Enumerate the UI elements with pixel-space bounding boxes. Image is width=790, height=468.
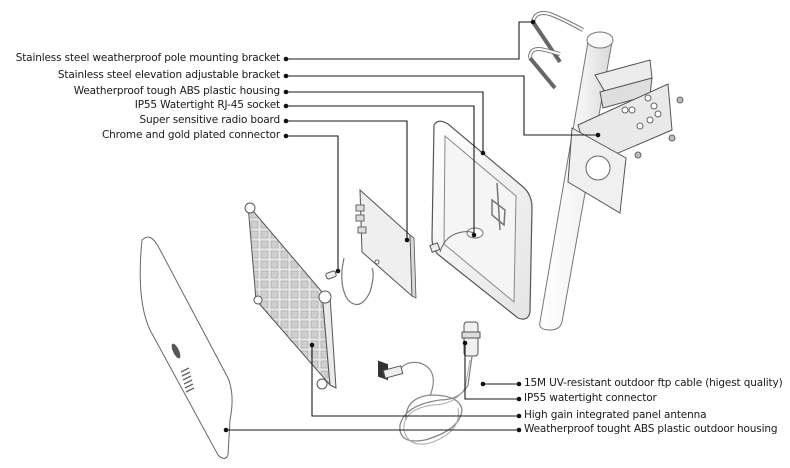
leader-dots <box>223 19 601 433</box>
ftp-cable-part <box>382 321 481 445</box>
radio-board-part <box>355 188 417 381</box>
elevation-bracket-part <box>567 83 684 214</box>
label-panel-antenna: High gain integrated panel antenna <box>524 409 707 421</box>
label-elevation-bracket: Stainless steel elevation adjustable bra… <box>57 69 280 81</box>
panel-antenna-part <box>244 202 337 390</box>
leader-abs-housing <box>286 91 484 153</box>
leader-radio-board <box>286 120 408 240</box>
u-bolts <box>528 11 584 90</box>
label-radio-board: Super sensitive radio board <box>139 114 281 126</box>
label-pole-bracket: Stainless steel weatherproof pole mounti… <box>15 52 280 64</box>
abs-housing-part <box>429 120 533 320</box>
leader-rj45-socket <box>286 105 475 235</box>
gold-connector-part <box>325 257 374 306</box>
leader-connector <box>286 135 339 271</box>
label-rj45-socket: IP55 Watertight RJ-45 socket <box>134 99 280 111</box>
leader-elevation-bracket <box>286 75 598 136</box>
label-abs-housing: Weatherproof tough ABS plastic housing <box>73 85 280 97</box>
leader-lines <box>226 21 598 431</box>
leader-pole-bracket <box>286 21 533 60</box>
leader-watertight-connector <box>464 343 518 400</box>
label-connector: Chrome and gold plated connector <box>101 129 280 141</box>
label-watertight-connector: IP55 watertight connector <box>524 392 657 404</box>
outdoor-housing-cover <box>139 236 233 459</box>
label-ftp-cable: 15M UV-resistant outdoor ftp cable (hige… <box>524 377 783 389</box>
leader-panel-antenna <box>311 345 518 417</box>
label-outdoor-housing: Weatherproof tought ABS plastic outdoor … <box>524 423 778 435</box>
